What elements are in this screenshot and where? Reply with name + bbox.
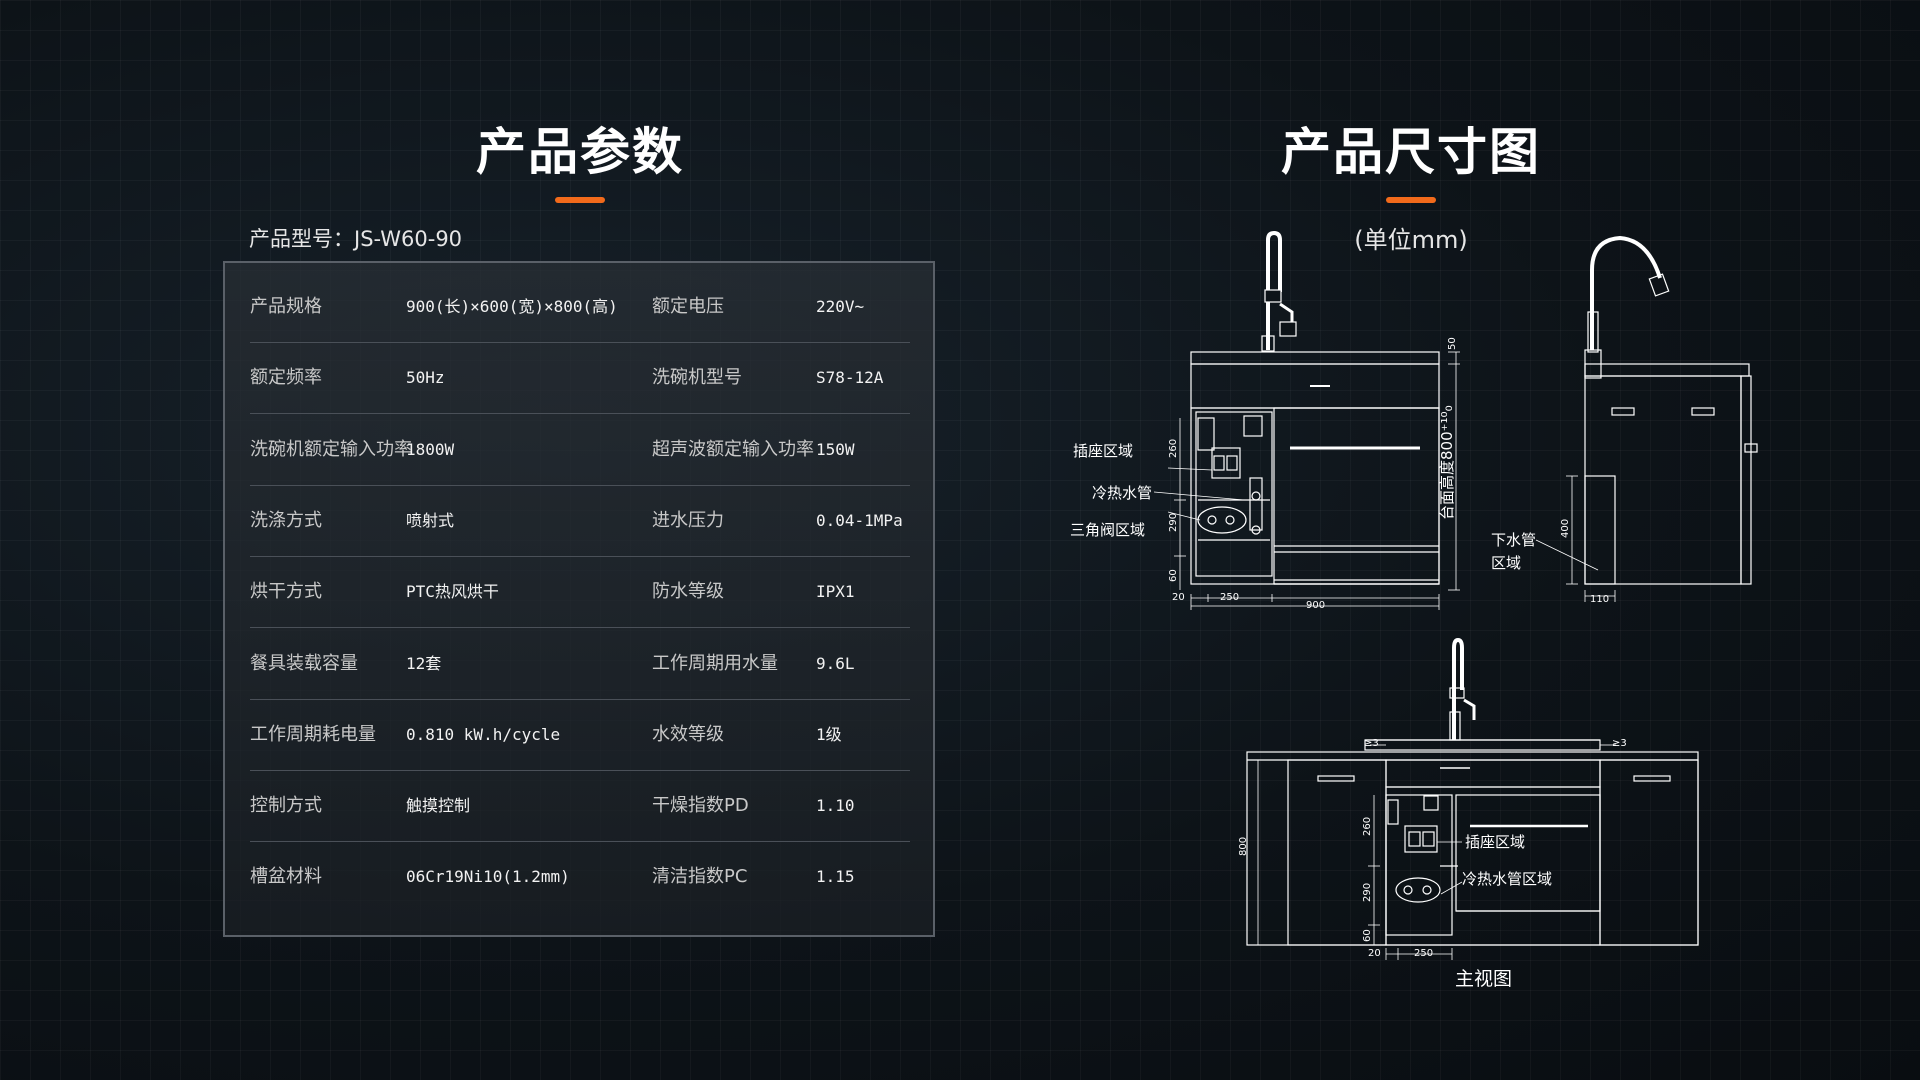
side-view-drawing bbox=[1535, 235, 1758, 602]
spec-row: 餐具装载容量 12套 工作周期用水量 9.6L bbox=[250, 628, 910, 700]
spec-value: 0.810 kW.h/cycle bbox=[406, 724, 561, 744]
front-height-label: 台面高度800⁺¹⁰₀ bbox=[1438, 405, 1456, 520]
main-view-drawing bbox=[1246, 637, 1699, 960]
spec-label: 洗碗机型号 bbox=[652, 367, 742, 389]
spec-value: 12套 bbox=[406, 653, 442, 673]
spec-value: 50Hz bbox=[406, 368, 445, 388]
front-dim-50: 50 bbox=[1447, 337, 1458, 350]
spec-label: 控制方式 bbox=[250, 795, 322, 817]
spec-label: 烘干方式 bbox=[250, 581, 322, 603]
spec-value: 220V~ bbox=[816, 297, 865, 316]
dims-title: 产品尺寸图 bbox=[1281, 123, 1541, 181]
main-gap-left: ≥3 bbox=[1364, 738, 1379, 749]
main-dim-20: 20 bbox=[1368, 948, 1381, 959]
spec-value: 触摸控制 bbox=[406, 796, 471, 816]
main-gap-right: ≥3 bbox=[1612, 738, 1627, 749]
front-valve-label: 三角阀区域 bbox=[1070, 521, 1145, 539]
spec-label: 额定频率 bbox=[250, 367, 322, 389]
side-drain-label-1: 下水管 bbox=[1491, 531, 1536, 549]
spec-label: 超声波额定输入功率 bbox=[652, 438, 814, 460]
main-pipe-label: 冷热水管区域 bbox=[1462, 870, 1552, 888]
spec-value: 0.04-1MPa bbox=[816, 510, 903, 530]
spec-value: 喷射式 bbox=[406, 510, 455, 530]
dims-title-accent bbox=[1386, 197, 1436, 203]
spec-label: 水效等级 bbox=[652, 723, 724, 745]
spec-label: 清洁指数PC bbox=[652, 866, 748, 888]
main-dim-290: 290 bbox=[1362, 883, 1373, 902]
spec-value: 1级 bbox=[816, 724, 842, 744]
spec-row: 额定频率 50Hz 洗碗机型号 S78-12A bbox=[250, 342, 910, 415]
side-dim-400: 400 bbox=[1560, 519, 1571, 538]
spec-label: 产品规格 bbox=[250, 296, 322, 317]
spec-value: 900(长)×600(宽)×800(高) bbox=[406, 297, 618, 316]
spec-label: 工作周期耗电量 bbox=[250, 723, 376, 745]
spec-label: 进水压力 bbox=[652, 509, 724, 531]
spec-value: 1.10 bbox=[816, 796, 855, 816]
spec-label: 洗涤方式 bbox=[250, 509, 322, 531]
front-pipe-label: 冷热水管 bbox=[1092, 484, 1152, 502]
spec-value: 150W bbox=[816, 439, 855, 459]
front-dim-260: 260 bbox=[1168, 439, 1179, 458]
front-dim-250: 250 bbox=[1220, 592, 1239, 603]
spec-value: 9.6L bbox=[816, 653, 855, 673]
main-dim-800: 800 bbox=[1238, 837, 1249, 856]
side-dim-110: 110 bbox=[1590, 594, 1609, 605]
model-label: 产品型号：JS-W60-90 bbox=[249, 227, 463, 251]
side-drain-label-2: 区域 bbox=[1491, 554, 1521, 572]
params-title: 产品参数 bbox=[476, 123, 684, 181]
main-dim-250: 250 bbox=[1414, 948, 1433, 959]
spec-label: 干燥指数PD bbox=[652, 795, 749, 817]
spec-value: 1.15 bbox=[816, 867, 855, 887]
spec-value: S78-12A bbox=[816, 368, 884, 388]
spec-value: 1800W bbox=[406, 439, 455, 459]
main-dim-60: 60 bbox=[1362, 929, 1373, 942]
front-socket-label: 插座区域 bbox=[1073, 442, 1133, 460]
front-dim-60: 60 bbox=[1168, 569, 1179, 582]
spec-row: 槽盆材料 06Cr19Ni10(1.2mm) 清洁指数PC 1.15 bbox=[250, 841, 910, 912]
spec-value: IPX1 bbox=[816, 582, 855, 602]
spec-label: 槽盆材料 bbox=[250, 866, 322, 888]
main-view-caption: 主视图 bbox=[1455, 968, 1512, 990]
spec-row: 产品规格 900(长)×600(宽)×800(高) 额定电压 220V~ bbox=[250, 271, 910, 343]
spec-row: 控制方式 触摸控制 干燥指数PD 1.10 bbox=[250, 770, 910, 843]
spec-label: 餐具装载容量 bbox=[250, 652, 358, 674]
front-dim-290: 290 bbox=[1168, 513, 1179, 532]
spec-value: PTC热风烘干 bbox=[406, 582, 499, 602]
spec-table: 产品规格 900(长)×600(宽)×800(高) 额定电压 220V~ 额定频率 50H… bbox=[223, 261, 935, 937]
spec-label: 额定电压 bbox=[652, 296, 724, 317]
spec-value: 06Cr19Ni10(1.2mm) bbox=[406, 867, 570, 887]
spec-label: 防水等级 bbox=[652, 581, 724, 603]
unit-label: (单位mm) bbox=[1354, 226, 1468, 254]
params-title-accent bbox=[555, 197, 605, 203]
spec-row: 烘干方式 PTC热风烘干 防水等级 IPX1 bbox=[250, 556, 910, 629]
spec-label: 工作周期用水量 bbox=[652, 652, 778, 674]
main-socket-label: 插座区域 bbox=[1465, 833, 1525, 851]
main-dim-260: 260 bbox=[1362, 817, 1373, 836]
front-dim-900: 900 bbox=[1306, 600, 1325, 611]
front-view-drawing bbox=[1153, 230, 1460, 610]
front-dim-20: 20 bbox=[1172, 592, 1185, 603]
spec-row: 工作周期耗电量 0.810 kW.h/cycle 水效等级 1级 bbox=[250, 699, 910, 771]
spec-label: 洗碗机额定输入功率 bbox=[250, 438, 412, 460]
spec-row: 洗涤方式 喷射式 进水压力 0.04-1MPa bbox=[250, 485, 910, 557]
